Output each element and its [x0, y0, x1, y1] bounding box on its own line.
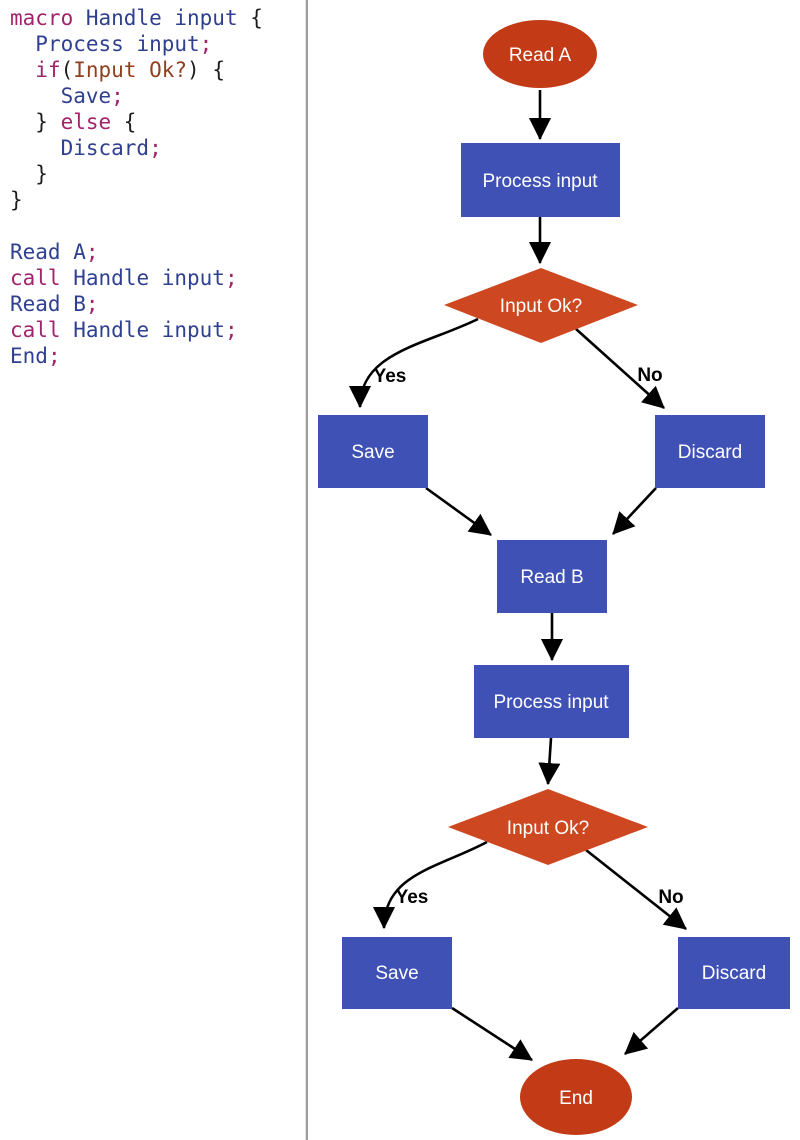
- node-decision1-diamond: [444, 268, 638, 343]
- node-discard2-rect: [678, 937, 790, 1009]
- node-start-label: Read A: [509, 45, 572, 66]
- code-token: ;: [85, 292, 99, 316]
- code-token: ;: [224, 266, 238, 290]
- code-token: ;: [85, 240, 99, 264]
- code-token: Discard: [60, 136, 150, 160]
- code-token: else: [60, 110, 112, 134]
- code-token: Input Ok?: [73, 58, 188, 82]
- code-line: Read A;: [10, 239, 263, 265]
- edge-decision2-discard2-no: [585, 848, 687, 931]
- code-token: ;: [149, 136, 162, 160]
- pane-splitter[interactable]: [305, 0, 308, 1140]
- node-decision2-label: Input Ok?: [507, 818, 589, 839]
- code-line: }: [10, 161, 263, 187]
- code-token: Read B: [10, 292, 86, 316]
- edge-save2-end: [451, 1006, 533, 1062]
- code-token: Handle input: [73, 318, 225, 342]
- code-line: Save;: [10, 83, 263, 109]
- code-line: if(Input Ok?) {: [10, 57, 263, 83]
- edge-label-yes-1: Yes: [374, 366, 407, 387]
- node-save1-label: Save: [351, 442, 394, 463]
- edge-label-no-1: No: [637, 365, 662, 386]
- edge-label-no-2: No: [658, 887, 683, 908]
- code-token: ;: [47, 344, 61, 368]
- code-token: End: [10, 344, 48, 368]
- node-process1-label: Process input: [482, 171, 598, 192]
- code-token: call: [10, 318, 61, 342]
- code-token: {: [111, 110, 137, 134]
- edge-process2-decision2: [538, 737, 561, 786]
- code-token: }: [10, 110, 61, 134]
- node-decision1-label: Input Ok?: [500, 296, 582, 317]
- code-line: macro Handle input {: [10, 5, 263, 31]
- node-decision2-diamond: [448, 789, 648, 865]
- code-line: }: [10, 187, 263, 213]
- code-token: {: [250, 6, 263, 30]
- node-readb-label: Read B: [520, 567, 583, 588]
- node-discard1-rect: [655, 415, 765, 488]
- code-token: Handle input: [73, 266, 225, 290]
- node-discard1-label: Discard: [678, 442, 742, 463]
- code-token: {: [199, 58, 225, 82]
- edge-decision1-save1-yes: [348, 317, 479, 409]
- code-line: Read B;: [10, 291, 263, 317]
- code-token: call: [10, 266, 61, 290]
- node-start-terminal: [483, 20, 597, 88]
- node-discard2-label: Discard: [702, 963, 766, 984]
- node-end-label: End: [559, 1088, 593, 1109]
- code-editor[interactable]: macro Handle input { Process input; if(I…: [10, 5, 263, 369]
- code-token: if: [35, 58, 61, 82]
- code-line: call Handle input;: [10, 317, 263, 343]
- node-process2-rect: [474, 665, 629, 738]
- node-process2-label: Process input: [493, 692, 609, 713]
- edge-decision2-save2-yes: [372, 840, 488, 930]
- code-line: End;: [10, 343, 263, 369]
- edge-save1-readb: [425, 486, 492, 537]
- code-token: }: [10, 188, 23, 212]
- code-line: Process input;: [10, 31, 263, 57]
- code-token: ): [187, 58, 200, 82]
- node-save2-rect: [342, 937, 452, 1009]
- code-token: }: [10, 162, 48, 186]
- code-token: ;: [224, 318, 238, 342]
- code-token: Handle input: [85, 6, 238, 30]
- code-line: } else {: [10, 109, 263, 135]
- code-token: Read A: [10, 240, 86, 264]
- edge-label-yes-2: Yes: [396, 887, 429, 908]
- code-token: ;: [111, 84, 124, 108]
- node-readb-rect: [497, 540, 607, 613]
- node-save2-label: Save: [375, 963, 418, 984]
- code-token: (: [60, 58, 74, 82]
- node-end-terminal: [520, 1059, 632, 1135]
- code-line: Discard;: [10, 135, 263, 161]
- node-process1-rect: [461, 143, 620, 217]
- edge-discard2-end: [624, 1007, 679, 1055]
- code-token: Save: [60, 84, 112, 108]
- code-token: Process input: [35, 32, 200, 56]
- node-save1-rect: [318, 415, 428, 488]
- edge-discard1-readb: [612, 487, 657, 535]
- code-token: macro: [10, 6, 74, 30]
- code-token: ;: [199, 32, 213, 56]
- code-line: call Handle input;: [10, 265, 263, 291]
- edge-decision1-discard1-no: [575, 328, 665, 409]
